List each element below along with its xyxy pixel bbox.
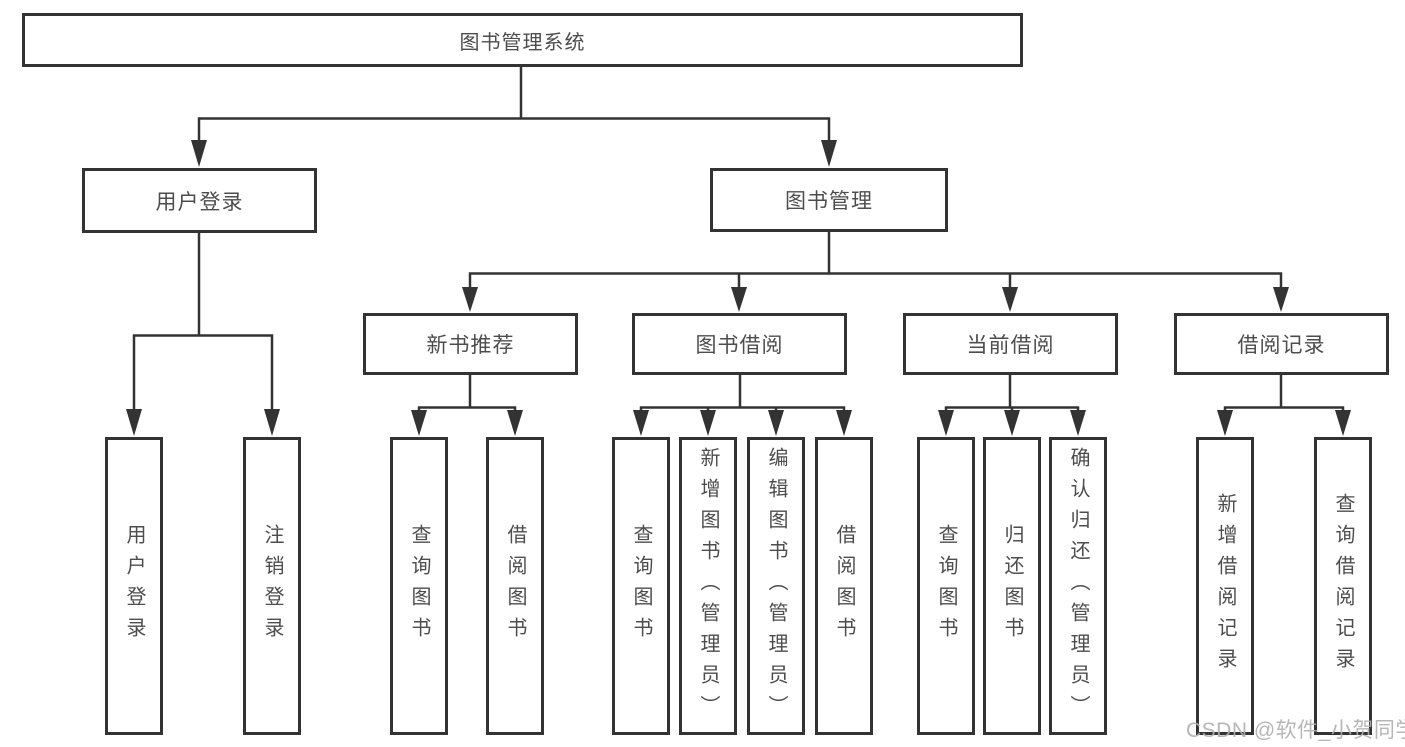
arrow-down-icon <box>938 410 954 436</box>
node-label: 图书管理系统 <box>459 31 586 54</box>
arrow-down-icon <box>633 410 649 436</box>
node-leaf-br-query-record: 查询借阅记录 <box>1314 437 1372 735</box>
node-leaf-bb-edit-books-admin: 编辑图书（管理员） <box>747 437 805 735</box>
arrow-down-icon <box>1335 410 1351 436</box>
node-book-borrowing: 图书借阅 <box>632 313 847 375</box>
node-label: 新增借阅记录 <box>1214 493 1236 679</box>
arrow-down-icon <box>411 410 427 436</box>
arrow-down-icon <box>191 140 207 167</box>
node-label: 图书管理 <box>785 190 873 213</box>
node-label: 查询借阅记录 <box>1332 493 1354 679</box>
node-label: 用户登录 <box>155 190 244 214</box>
node-leaf-rec-borrow-books: 借阅图书 <box>486 437 544 735</box>
node-label: 借阅图书 <box>504 524 526 648</box>
node-label: 当前借阅 <box>966 334 1055 357</box>
node-book-management: 图书管理 <box>710 168 948 232</box>
node-label: 查询图书 <box>935 524 957 648</box>
arrow-down-icon <box>1070 410 1086 436</box>
node-label: 图书借阅 <box>695 334 784 357</box>
node-current-borrowing: 当前借阅 <box>903 313 1118 375</box>
node-leaf-br-add-record: 新增借阅记录 <box>1196 437 1254 735</box>
node-label: 新增图书（管理员） <box>697 446 719 726</box>
node-label: 归还图书 <box>1001 524 1023 648</box>
node-label: 确认归还（管理员） <box>1067 446 1089 726</box>
node-label: 编辑图书（管理员） <box>765 446 787 726</box>
arrow-down-icon <box>1004 410 1020 436</box>
node-label: 新书推荐 <box>426 334 515 357</box>
arrow-down-icon <box>836 410 852 436</box>
node-user-login: 用户登录 <box>82 168 317 233</box>
arrow-down-icon <box>507 410 523 436</box>
node-leaf-rec-query-books: 查询图书 <box>390 437 448 735</box>
node-leaf-user-login: 用户登录 <box>105 437 163 735</box>
arrow-down-icon <box>731 287 747 312</box>
node-leaf-bb-query-books: 查询图书 <box>612 437 670 735</box>
csdn-watermark: CSDN @软件_小贺同学 <box>1186 719 1405 742</box>
node-label: 注销登录 <box>261 524 283 648</box>
arrow-down-icon <box>1002 287 1018 312</box>
node-label: 用户登录 <box>123 524 145 648</box>
arrow-down-icon <box>821 140 837 167</box>
arrow-down-icon <box>1217 410 1233 436</box>
node-borrowing-records: 借阅记录 <box>1174 313 1389 375</box>
node-leaf-cb-confirm-return-admin: 确认归还（管理员） <box>1049 437 1107 735</box>
node-leaf-bb-borrow-books: 借阅图书 <box>815 437 873 735</box>
node-label: 借阅图书 <box>833 524 855 648</box>
arrow-down-icon <box>768 410 784 436</box>
node-leaf-cb-return-books: 归还图书 <box>983 437 1041 735</box>
node-label: 查询图书 <box>408 524 430 648</box>
node-leaf-logout: 注销登录 <box>243 437 301 735</box>
node-leaf-cb-query-books: 查询图书 <box>917 437 975 735</box>
arrow-down-icon <box>126 409 142 436</box>
node-root-library-management-system: 图书管理系统 <box>22 13 1023 67</box>
node-new-book-recommend: 新书推荐 <box>363 313 578 375</box>
arrow-down-icon <box>462 287 478 312</box>
arrow-down-icon <box>700 410 716 436</box>
node-leaf-bb-add-books-admin: 新增图书（管理员） <box>679 437 737 735</box>
node-label: 借阅记录 <box>1237 334 1326 357</box>
arrow-down-icon <box>264 409 280 436</box>
arrow-down-icon <box>1273 287 1289 312</box>
node-label: 查询图书 <box>630 524 652 648</box>
